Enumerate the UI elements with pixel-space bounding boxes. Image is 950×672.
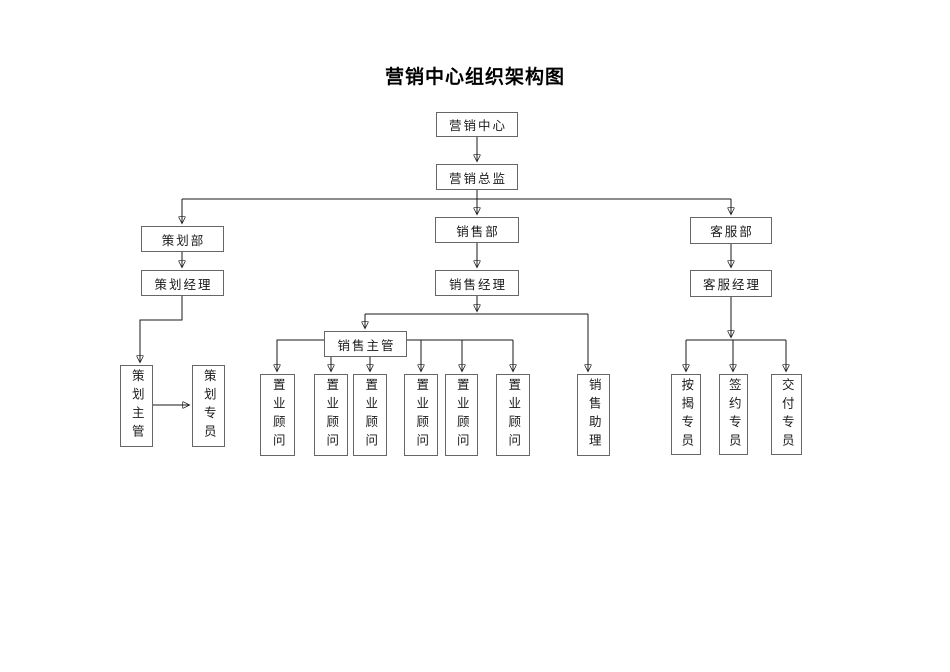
node-label: 按揭专员 xyxy=(679,377,694,452)
node-label: 销售主管 xyxy=(337,338,396,353)
node-label: 置业顾问 xyxy=(414,378,429,452)
node-label: 置业顾问 xyxy=(324,378,339,452)
node-property-consultant-6: 置业顾问 xyxy=(496,374,530,456)
node-label: 签约专员 xyxy=(726,377,741,452)
node-label: 销售经理 xyxy=(448,277,507,292)
node-property-consultant-4: 置业顾问 xyxy=(404,374,438,456)
node-marketing-center: 营销中心 xyxy=(436,112,518,137)
node-label: 营销中心 xyxy=(448,119,507,133)
node-sales-supervisor: 销售主管 xyxy=(324,331,407,357)
node-label: 策划经理 xyxy=(154,277,213,292)
node-mortgage-specialist: 按揭专员 xyxy=(671,374,701,455)
node-sales-dept: 销售部 xyxy=(435,217,519,243)
node-label: 策划主管 xyxy=(129,369,144,443)
node-label: 客服经理 xyxy=(702,278,761,292)
node-property-consultant-5: 置业顾问 xyxy=(445,374,478,456)
chart-title: 营销中心组织架构图 xyxy=(384,67,565,88)
node-label: 策划专员 xyxy=(201,369,216,443)
node-label: 置业顾问 xyxy=(454,378,469,452)
node-property-consultant-2: 置业顾问 xyxy=(314,374,348,456)
node-label: 策划部 xyxy=(161,233,206,248)
node-property-consultant-1: 置业顾问 xyxy=(260,374,295,456)
node-signing-specialist: 签约专员 xyxy=(719,374,748,455)
node-service-manager: 客服经理 xyxy=(690,270,772,297)
node-label: 营销总监 xyxy=(448,171,507,186)
node-property-consultant-3: 置业顾问 xyxy=(353,374,387,456)
node-planning-specialist: 策划专员 xyxy=(192,365,225,447)
node-planning-dept: 策划部 xyxy=(141,226,224,252)
node-label: 交付专员 xyxy=(779,377,794,452)
node-label: 销售部 xyxy=(456,224,500,239)
node-service-dept: 客服部 xyxy=(690,217,772,244)
connector-lines xyxy=(140,137,786,405)
node-label: 置业顾问 xyxy=(506,378,521,452)
node-sales-assistant: 销售助理 xyxy=(577,374,610,456)
node-marketing-director: 营销总监 xyxy=(436,164,518,190)
node-label: 销售助理 xyxy=(586,378,601,452)
node-label: 置业顾问 xyxy=(363,378,378,452)
node-delivery-specialist: 交付专员 xyxy=(771,374,802,455)
node-label: 置业顾问 xyxy=(270,378,285,452)
node-sales-manager: 销售经理 xyxy=(435,270,519,296)
node-planning-manager: 策划经理 xyxy=(141,270,224,296)
node-label: 客服部 xyxy=(710,225,754,239)
node-planning-supervisor: 策划主管 xyxy=(120,365,153,447)
